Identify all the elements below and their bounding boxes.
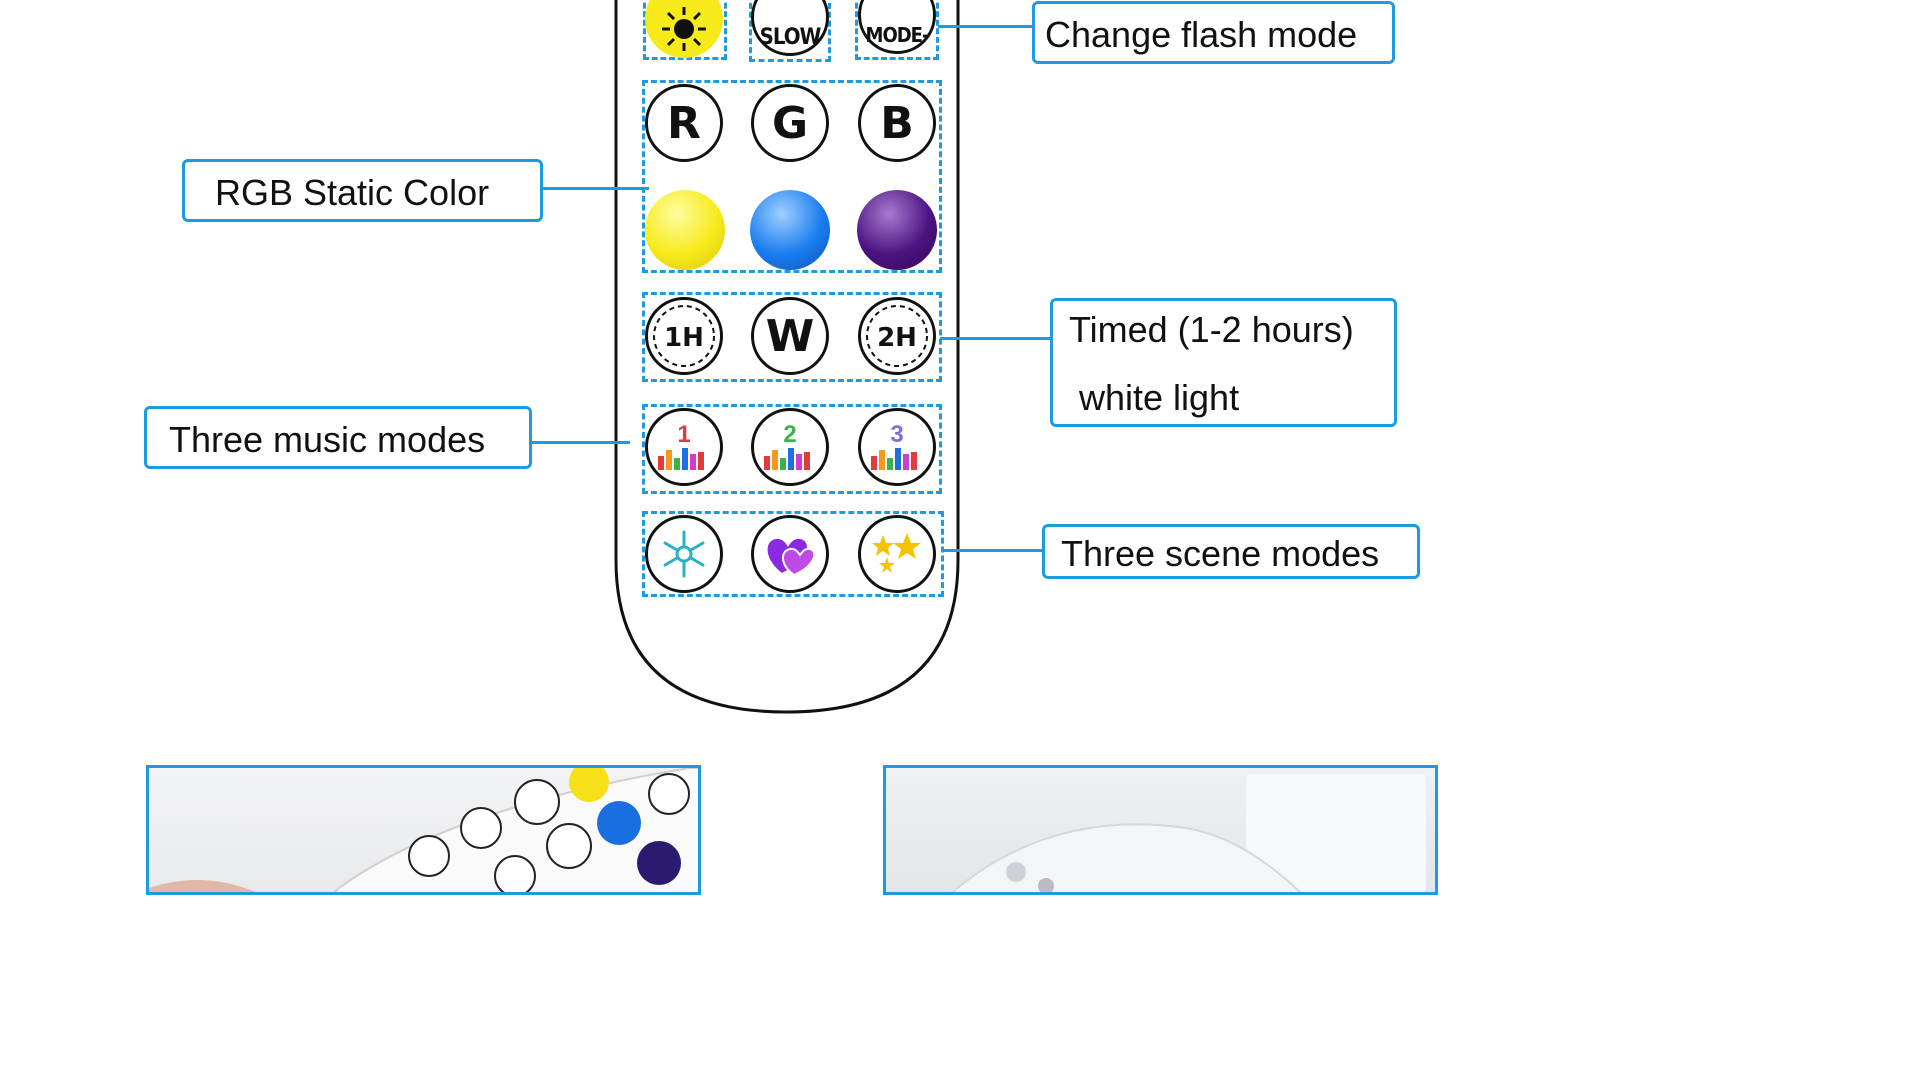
music-1-number: 1	[677, 421, 691, 448]
rgb-static-callout: RGB Static Color	[182, 159, 543, 222]
flash-mode-leader	[938, 25, 1034, 28]
music-mode-1-button[interactable]: 1	[645, 408, 723, 486]
green-label: G	[771, 97, 809, 149]
scene-leader	[942, 549, 1044, 552]
music-modes-text: Three music modes	[169, 419, 486, 460]
heart-icon	[767, 538, 816, 577]
scene-group	[642, 511, 944, 597]
music-mode-3-button[interactable]: 3	[858, 408, 936, 486]
equalizer-icon	[658, 448, 704, 470]
music-mode-2-button[interactable]: 2	[751, 408, 829, 486]
remote-photo-left	[146, 765, 701, 895]
scene-snow-button[interactable]	[645, 515, 723, 593]
timed-callout: Timed (1-2 hours) white light	[1050, 298, 1397, 427]
controller-photo-illustration	[951, 774, 1426, 892]
music-modes-callout: Three music modes	[144, 406, 532, 469]
scene-stars-button[interactable]	[858, 515, 936, 593]
sun-icon	[662, 7, 706, 51]
timed-text-line2: white light	[1079, 377, 1240, 418]
remote-photo-right	[883, 765, 1438, 895]
music-group	[642, 404, 942, 494]
yellow-color-button[interactable]	[645, 190, 725, 270]
music-leader	[530, 441, 630, 444]
green-button[interactable]: G	[751, 84, 829, 162]
blue-label: B	[880, 97, 914, 149]
slow-button[interactable]: SLOW	[751, 0, 829, 56]
timer-2h-button[interactable]: 2H	[858, 297, 936, 375]
white-light-button[interactable]: W	[751, 297, 829, 375]
timer-leader	[940, 337, 1052, 340]
timer-2h-icon: 2H	[866, 305, 928, 367]
red-button[interactable]: R	[645, 84, 723, 162]
equalizer-icon	[871, 448, 917, 470]
white-label: W	[765, 310, 815, 362]
slow-group	[749, 0, 831, 62]
timed-text-line1: Timed (1-2 hours)	[1069, 309, 1354, 350]
rgb-group	[642, 80, 942, 273]
red-label: R	[667, 97, 701, 149]
stars-icon	[872, 533, 921, 573]
timer-1h-text: 1H	[664, 323, 704, 353]
mode-group	[855, 0, 939, 60]
timer-1h-icon: 1H	[653, 305, 715, 367]
flash-mode-callout: Change flash mode	[1032, 1, 1395, 64]
mode-minus-button[interactable]: MODE-	[858, 0, 936, 54]
music-3-number: 3	[890, 421, 904, 448]
scene-modes-text: Three scene modes	[1061, 533, 1380, 574]
flash-mode-text: Change flash mode	[1045, 14, 1358, 55]
timer-2h-text: 2H	[877, 323, 917, 353]
mode-label: MODE-	[865, 23, 930, 47]
brightness-button[interactable]	[645, 0, 723, 58]
music-2-number: 2	[783, 421, 797, 448]
equalizer-icon	[764, 448, 810, 470]
slow-label: SLOW	[759, 24, 822, 50]
purple-color-button[interactable]	[857, 190, 937, 270]
blue-button[interactable]: B	[858, 84, 936, 162]
scene-heart-button[interactable]	[751, 515, 829, 593]
scene-modes-callout: Three scene modes	[1042, 524, 1420, 579]
snowflake-icon	[663, 530, 705, 578]
timer-1h-button[interactable]: 1H	[645, 297, 723, 375]
blue-color-button[interactable]	[750, 190, 830, 270]
brightness-group	[643, 0, 727, 60]
remote-body	[614, 0, 960, 714]
rgb-leader	[541, 187, 649, 190]
remote-photo-illustration	[149, 768, 698, 892]
rgb-static-text: RGB Static Color	[215, 172, 490, 213]
